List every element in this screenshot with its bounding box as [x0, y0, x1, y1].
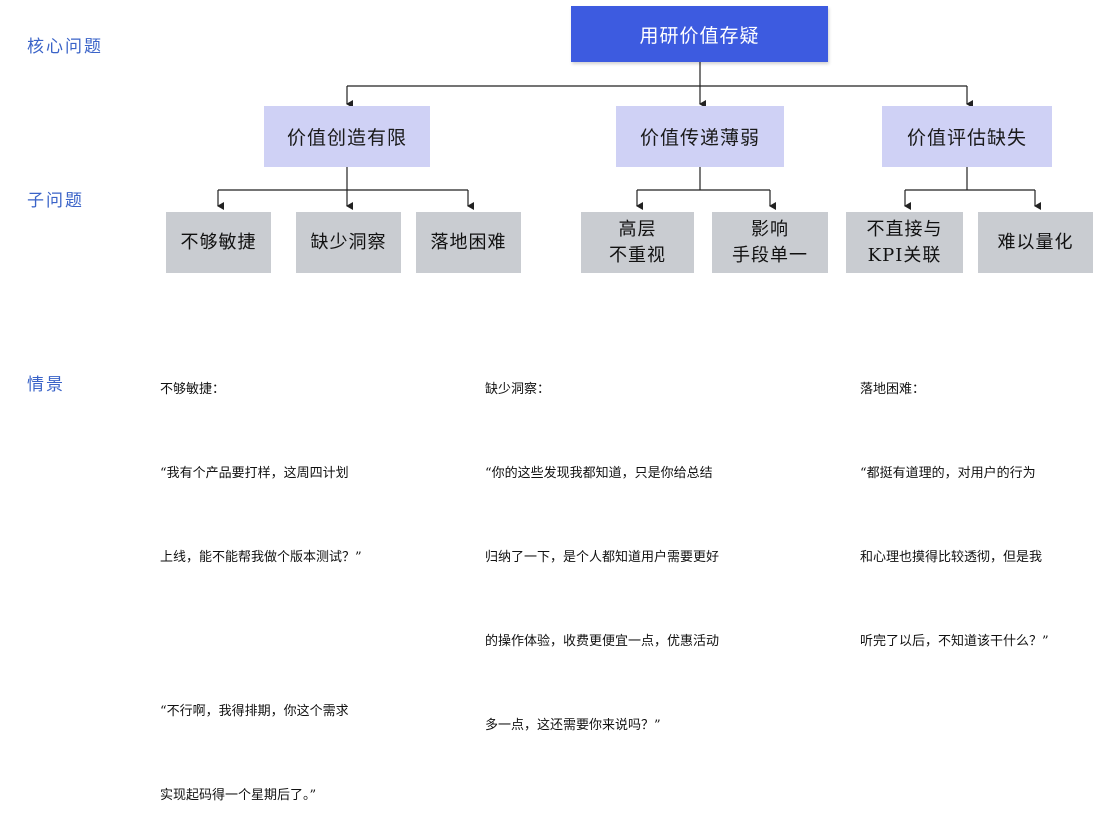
leaf-node-single-influence: 影响 手段单一	[712, 212, 828, 273]
scenario-title: 不够敏捷：	[160, 382, 226, 397]
leaf-line: 高层	[618, 218, 657, 240]
scenario-line: 和心理也摸得比较透彻，但是我	[860, 550, 1043, 565]
scenario-title: 缺少洞察：	[485, 382, 551, 397]
leaf-line: 落地困难	[430, 231, 507, 253]
scenario-line: “都挺有道理的，对用户的行为	[860, 466, 1036, 481]
scenario-hard-to-implement: 落地困难： “都挺有道理的，对用户的行为 和心理也摸得比较透彻，但是我 听完了以…	[860, 320, 1049, 684]
sub-problem-label: 子问题	[27, 191, 84, 211]
leaf-line: 缺少洞察	[310, 231, 387, 253]
scenario-line: 实现起码得一个星期后了。”	[160, 788, 317, 803]
leaf-line: 手段单一	[732, 244, 808, 266]
branch-node-value-evaluation: 价值评估缺失	[882, 106, 1052, 167]
scenario-line: 归纳了一下，是个人都知道用户需要更好	[485, 550, 720, 565]
scenario-label: 情景	[27, 375, 65, 395]
root-node: 用研价值存疑	[571, 6, 828, 62]
scenario-line: 上线，能不能帮我做个版本测试？”	[160, 550, 362, 565]
scenario-line: “不行啊，我得排期，你这个需求	[160, 704, 349, 719]
leaf-line: 不直接与	[866, 218, 943, 240]
leaf-node-lack-insight: 缺少洞察	[296, 212, 401, 273]
scenario-line: “我有个产品要打样，这周四计划	[160, 466, 349, 481]
leaf-line: 不重视	[609, 244, 666, 266]
scenario-title: 落地困难：	[860, 382, 926, 397]
scenario-line: “你的这些发现我都知道，只是你给总结	[485, 466, 713, 481]
core-problem-label: 核心问题	[27, 37, 103, 57]
leaf-node-leadership-ignore: 高层 不重视	[581, 212, 694, 273]
leaf-line: 影响	[751, 218, 789, 240]
leaf-line: 不够敏捷	[180, 231, 257, 253]
branch-node-value-delivery: 价值传递薄弱	[616, 106, 784, 167]
scenario-line: 听完了以后，不知道该干什么？”	[860, 634, 1049, 649]
scenario-not-agile: 不够敏捷： “我有个产品要打样，这周四计划 上线，能不能帮我做个版本测试？” “…	[160, 320, 362, 838]
leaf-node-hard-to-quantify: 难以量化	[978, 212, 1093, 273]
scenario-line: 的操作体验，收费更便宜一点，优惠活动	[485, 634, 720, 649]
tree-connectors	[217, 62, 1041, 210]
scenario-line: 多一点，这还需要你来说吗？”	[485, 718, 661, 733]
scenario-lack-insight: 缺少洞察： “你的这些发现我都知道，只是你给总结 归纳了一下，是个人都知道用户需…	[485, 320, 719, 768]
leaf-node-hard-to-implement: 落地困难	[416, 212, 521, 273]
leaf-line: KPI关联	[867, 244, 942, 266]
leaf-line: 难以量化	[997, 231, 1074, 253]
leaf-node-not-agile: 不够敏捷	[166, 212, 271, 273]
branch-node-value-creation: 价值创造有限	[264, 106, 430, 167]
leaf-node-no-kpi-link: 不直接与 KPI关联	[846, 212, 963, 273]
